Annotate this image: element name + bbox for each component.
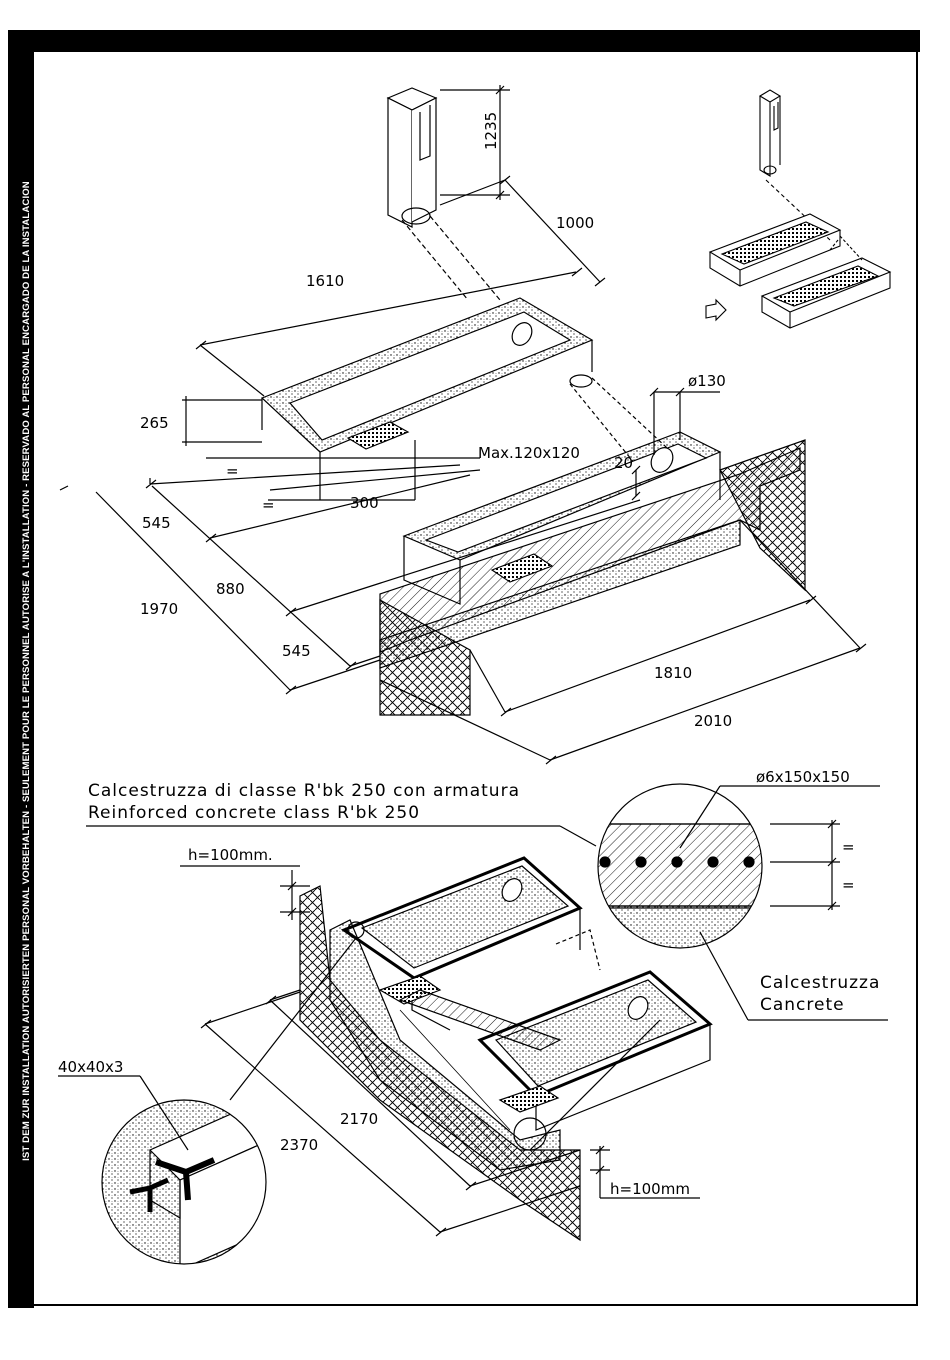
bottom-isometric-drawing — [58, 783, 888, 1265]
drawing-border — [34, 52, 918, 1306]
slab-height-top: h=100mm. — [188, 846, 273, 864]
dim-pipe-diameter: ø130 — [688, 372, 726, 390]
dim-2010: 2010 — [694, 712, 732, 730]
dim-265: 265 — [140, 414, 169, 432]
equal-mark-1: = — [226, 462, 239, 480]
dim-545-top: 545 — [142, 514, 171, 532]
dim-20: 20 — [614, 454, 633, 472]
calc-label-italian: Calcestruzza — [760, 973, 880, 993]
concrete-label-italian: Calcestruzza di classe R'bk 250 con arma… — [88, 781, 520, 801]
equal-mark-a: = — [842, 838, 855, 856]
dim-1610: 1610 — [306, 272, 344, 290]
dim-1810: 1810 — [654, 664, 692, 682]
dimension-labels: 1235 1000 1610 ø130 265 Max.120x120 20 =… — [58, 112, 880, 1198]
rebar-detail-circle — [597, 783, 840, 949]
dim-post-height: 1235 — [482, 112, 500, 150]
slab-height-bottom: h=100mm — [610, 1180, 690, 1198]
dim-2170: 2170 — [340, 1110, 378, 1128]
equal-mark-b: = — [842, 876, 855, 894]
dim-1970: 1970 — [140, 600, 178, 618]
dim-880: 880 — [216, 580, 245, 598]
top-isometric-drawing — [59, 85, 867, 765]
angle-iron-spec: 40x40x3 — [58, 1058, 123, 1076]
post-column — [386, 87, 501, 301]
header-bar — [8, 30, 920, 52]
sidebar-warning-strip — [8, 30, 34, 1308]
dim-545-bottom: 545 — [282, 642, 311, 660]
dim-1000: 1000 — [556, 214, 594, 232]
angle-iron-detail-circle — [101, 1099, 267, 1265]
inset-assembly-view — [705, 89, 892, 329]
calc-label-english: Cancrete — [760, 995, 845, 1015]
dim-max-grate: Max.120x120 — [478, 444, 580, 462]
equal-mark-2: = — [262, 496, 275, 514]
rebar-spec: ø6x150x150 — [756, 768, 850, 786]
dim-300: 300 — [350, 494, 379, 512]
concrete-label-english: Reinforced concrete class R'bk 250 — [88, 803, 420, 823]
dim-2370: 2370 — [280, 1136, 318, 1154]
